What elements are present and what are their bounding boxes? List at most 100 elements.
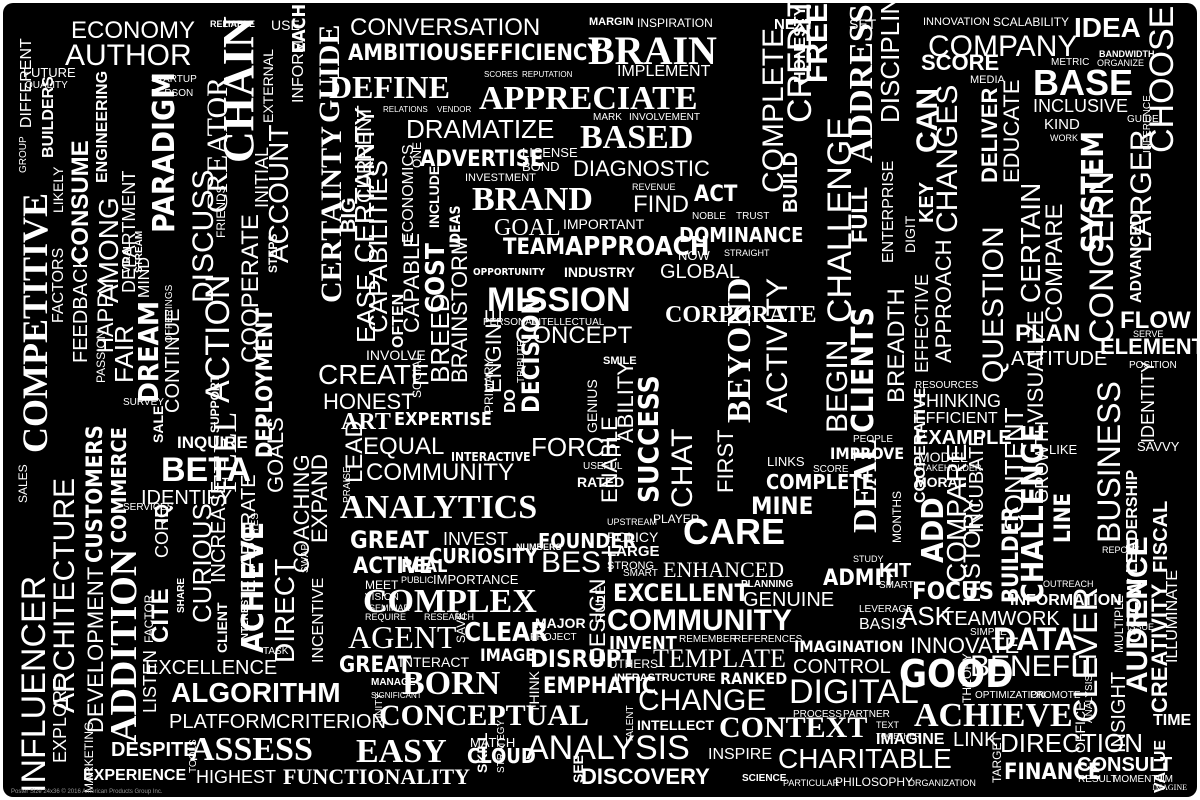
cloud-word: FORCE [531, 432, 622, 462]
cloud-word: COMPETITIVE [15, 192, 55, 453]
cloud-word: CHANGE [638, 684, 767, 717]
cloud-word: DIRECT [269, 558, 300, 663]
cloud-word: INFRASTRUCTURE [614, 672, 716, 684]
cloud-word: FOCUS [912, 577, 995, 605]
cloud-word: LINKS [767, 454, 805, 469]
cloud-word: EXCELLENT [613, 579, 750, 607]
cloud-word: DESPITE [111, 739, 197, 761]
brand-logo: IMAGINE [1152, 783, 1187, 792]
cloud-word: ENHANCED [663, 557, 784, 582]
cloud-word: ECONOMICS [400, 144, 417, 243]
cloud-word: REVENUE [632, 182, 676, 192]
cloud-word: BENEFIT [970, 650, 1097, 683]
cloud-word: CHANGES [931, 84, 964, 233]
cloud-word: CLIENT [214, 602, 230, 653]
cloud-word: ENTERPRISE [880, 160, 897, 263]
cloud-word: THINK [526, 671, 542, 713]
cloud-word: PLANNING [741, 579, 794, 590]
cloud-word: TRUST [736, 211, 770, 222]
cloud-word: SCORE [813, 464, 849, 475]
cloud-word: COMMUNITY [607, 604, 792, 637]
cloud-word: STRATEGY [496, 719, 507, 773]
cloud-word: SAVVY [1137, 439, 1180, 454]
cloud-word: GOOD [899, 652, 1014, 696]
cloud-word: SMART [623, 568, 658, 579]
cloud-word: APPROACH [565, 232, 710, 262]
cloud-word: PERSON [151, 88, 194, 99]
cloud-word: INCUBATE [966, 433, 988, 533]
cloud-word: REMEMBER [679, 634, 737, 645]
cloud-word: BANDWIDTH [1099, 49, 1155, 59]
cloud-word: EQUAL [363, 433, 445, 460]
cloud-word: INCENTIVE [310, 577, 327, 663]
cloud-word: POLICY [607, 529, 659, 545]
cloud-word: MATCH [470, 735, 516, 750]
cloud-word: SCORE [921, 50, 1000, 75]
cloud-word: IQ [152, 503, 172, 523]
cloud-word: CHAT [666, 428, 699, 508]
cloud-word: ADVERTISE [420, 147, 544, 172]
cloud-word: BEST [541, 546, 620, 579]
cloud-word: COMMERCE [107, 427, 131, 543]
cloud-word: BRAND [472, 181, 593, 218]
cloud-word: ANALYTICS [340, 489, 538, 526]
cloud-word: FINANCE [1004, 760, 1102, 785]
cloud-word: LICENSE [522, 145, 578, 160]
cloud-word: AUTHOR [65, 39, 192, 72]
cloud-word: BASED [580, 119, 694, 156]
cloud-word: CREATE [318, 359, 430, 390]
cloud-word: DIRECTION [1000, 728, 1143, 758]
cloud-word: DIGIT [902, 215, 918, 253]
cloud-word: INTERACTIVE [451, 450, 531, 464]
cloud-word: FOUNDER [538, 529, 637, 553]
cloud-word: LIKE [1049, 442, 1078, 457]
cloud-word: HIGHEST [196, 767, 277, 787]
cloud-word: INVOLVE [366, 347, 426, 363]
cloud-word: REAL [401, 556, 448, 577]
cloud-word: METRIC [1051, 57, 1090, 68]
cloud-word: SOCIAL [410, 353, 424, 398]
cloud-word: EACH [289, 3, 310, 53]
cloud-word: MOMENTUM [1113, 774, 1173, 785]
cloud-word: PROMOTE [1030, 690, 1081, 701]
cloud-word: STEPS [266, 233, 280, 273]
cloud-word: OPTIMIZATION [975, 690, 1046, 701]
cloud-word: APPRECIATE [479, 80, 698, 117]
cloud-word: TEMPLATE [653, 644, 786, 673]
cloud-word: VENDOR [437, 105, 472, 114]
cloud-word: INSPIRE [708, 746, 773, 763]
cloud-word: STUDY [853, 554, 884, 564]
cloud-word: UPSTREAM [607, 517, 658, 527]
cloud-word: BETA [161, 451, 252, 489]
cloud-word: GENUINE [743, 589, 835, 611]
cloud-word: FUTURE [23, 65, 76, 80]
cloud-word: TEXT [876, 720, 900, 730]
cloud-word: SHARE [176, 577, 187, 613]
cloud-word: OPPORTUNITY [473, 267, 545, 278]
cloud-word: WORK [1050, 133, 1078, 143]
cloud-word: CONVERSATION [350, 14, 541, 41]
cloud-word: INDUSTRY [564, 264, 636, 280]
cloud-word: ILLUMINATE [1164, 569, 1181, 663]
cloud-word: UNITY [374, 693, 385, 723]
cloud-word: APPROACH [931, 239, 956, 363]
cloud-word: PROJECT [530, 632, 577, 643]
cloud-word: DISCIPLINE [875, 3, 905, 123]
cloud-word: LARGE [607, 543, 660, 560]
copyright-footer: Poster Size 24x36 © 2016 American Produc… [11, 789, 163, 795]
cloud-word: MARK [593, 112, 622, 123]
cloud-word: INFORMATION [1010, 592, 1122, 609]
cloud-word: SALES [16, 464, 30, 503]
cloud-word: CORPORATE [665, 302, 817, 328]
cloud-word: EXCELLENCE [145, 657, 278, 679]
cloud-word: ACHIEVE [914, 697, 1073, 734]
cloud-word: PRIMARY [482, 358, 496, 413]
cloud-word: REFERENCES [734, 634, 803, 645]
cloud-word: KIT [879, 560, 912, 582]
cloud-word: CUSTOMERS [83, 425, 108, 563]
cloud-word: IMPORTANCE [433, 572, 519, 587]
cloud-word: OTHERS [608, 657, 659, 671]
cloud-word: DEAL [847, 438, 884, 533]
cloud-word: OFFERINGS [164, 284, 175, 343]
cloud-word: DISCOVERY [581, 764, 710, 789]
